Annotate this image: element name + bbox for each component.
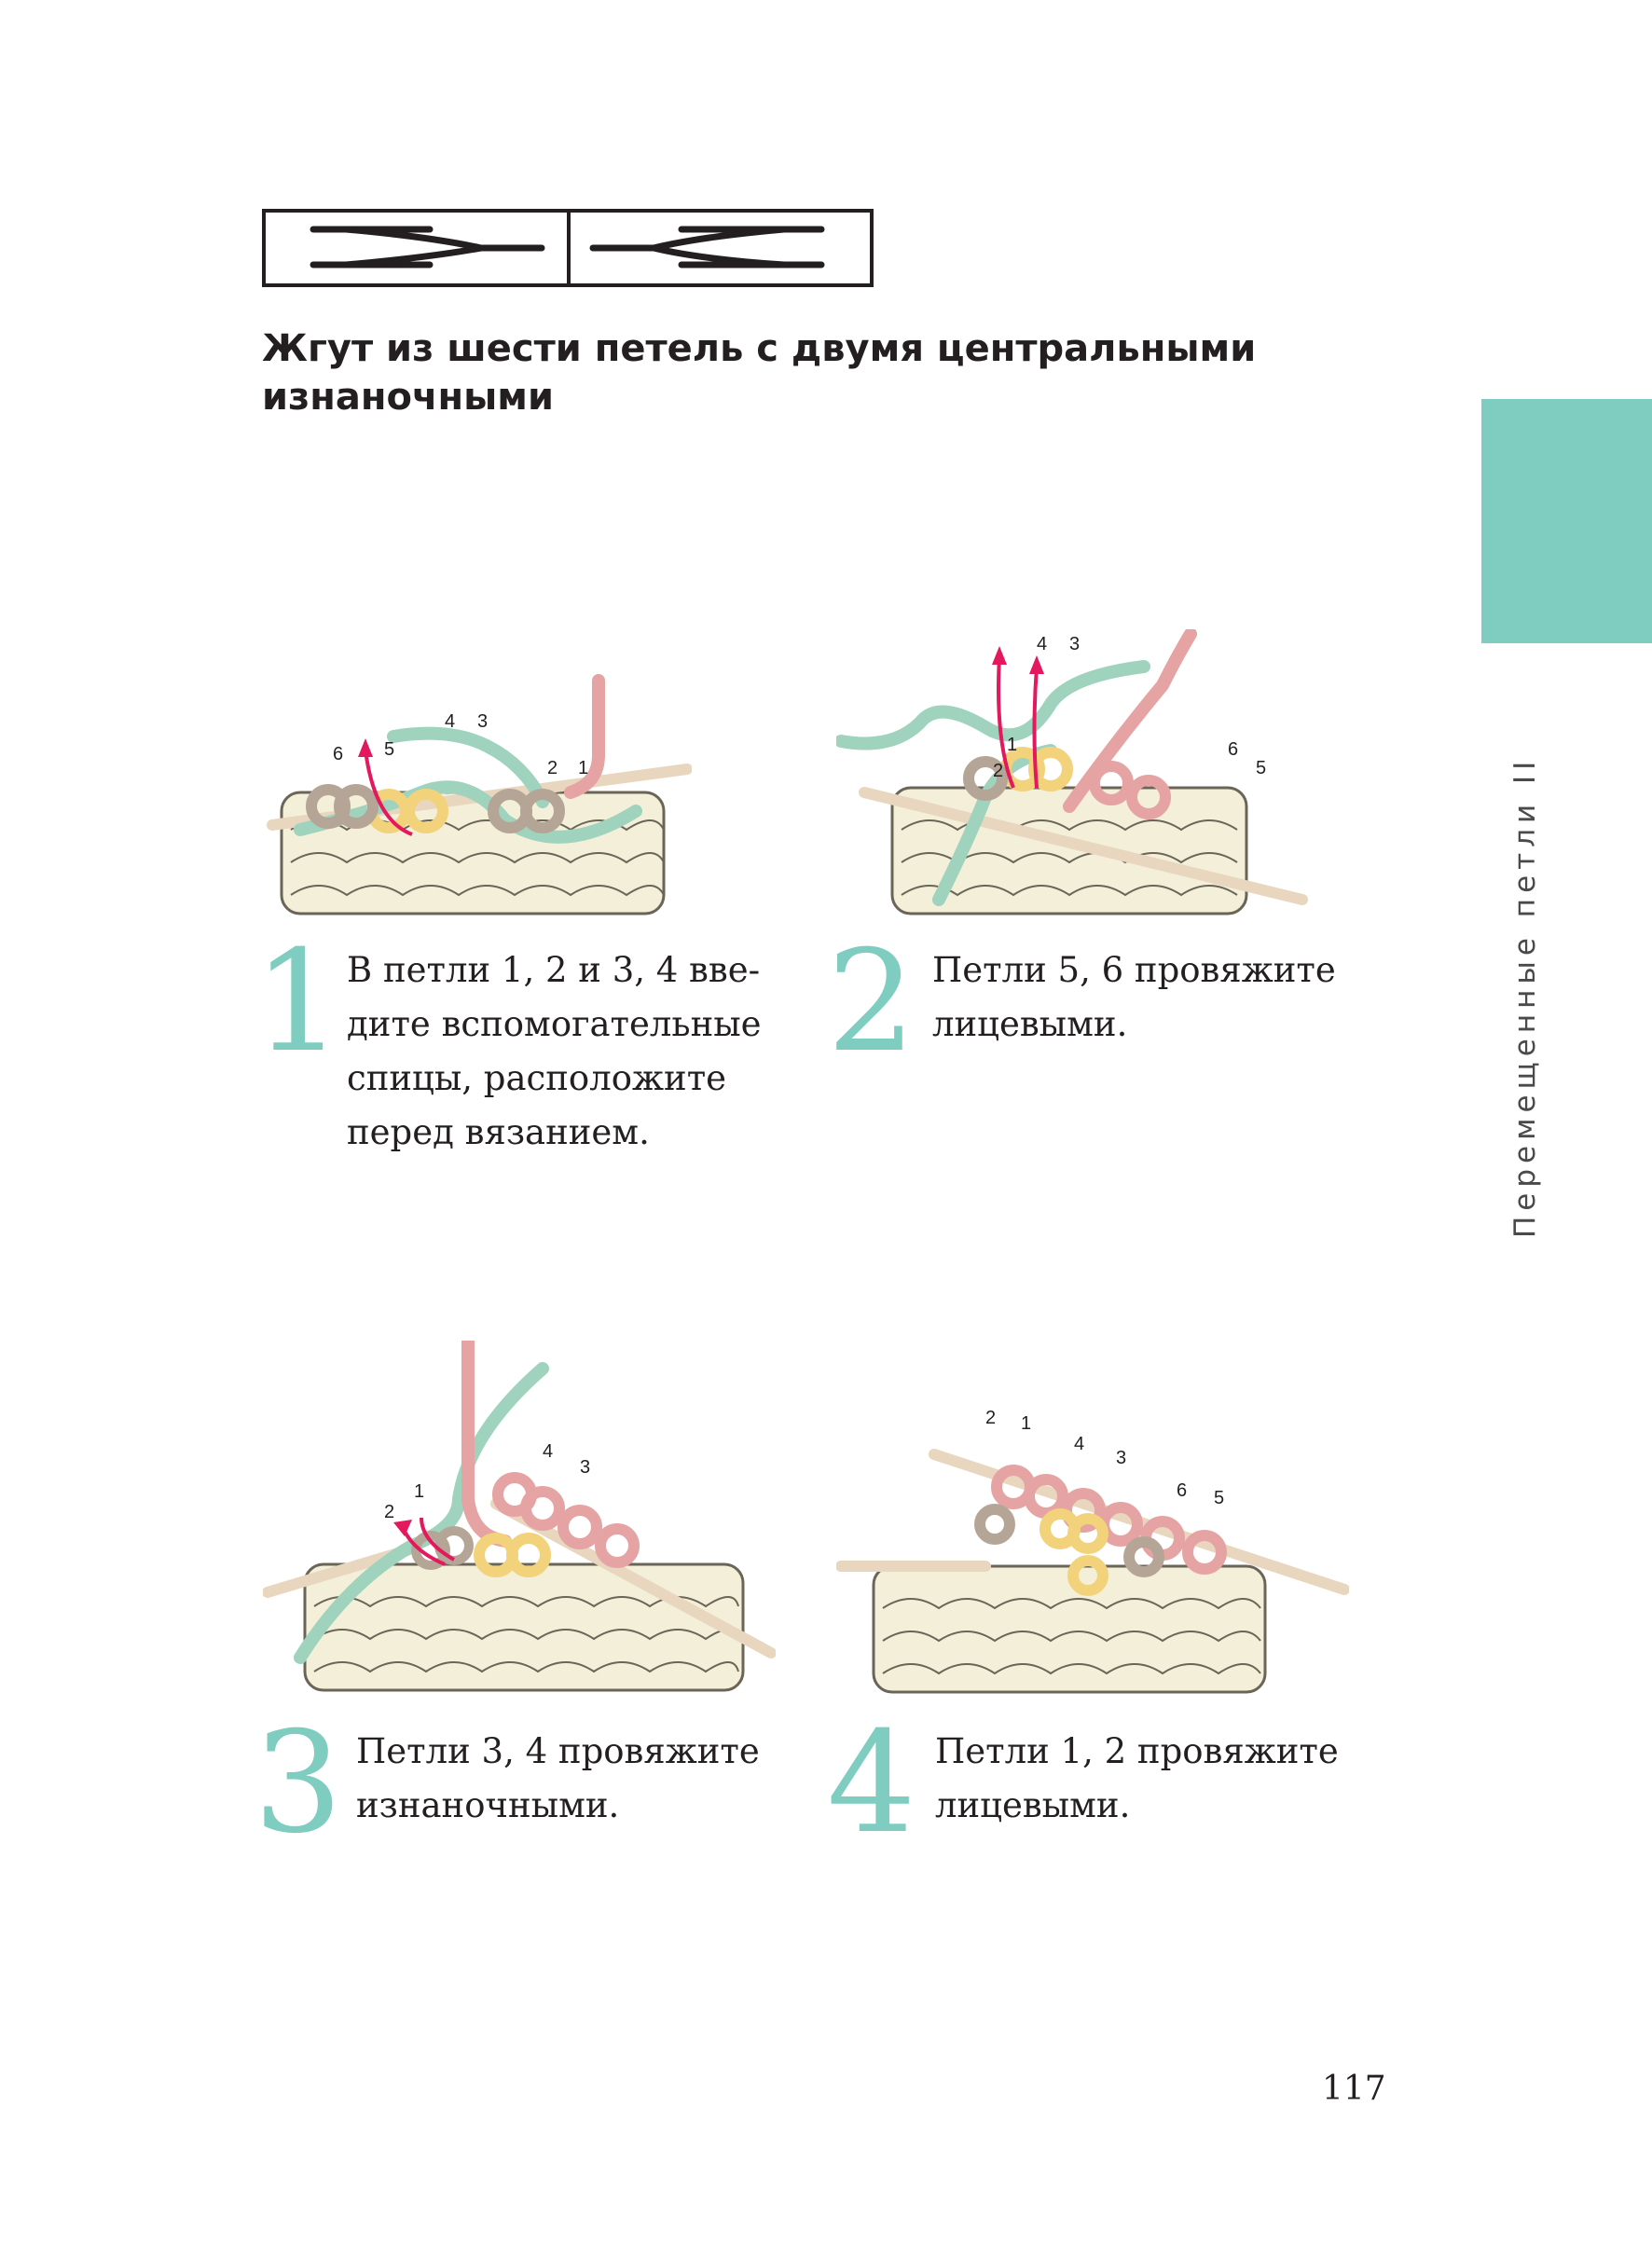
section-tab	[1481, 399, 1652, 643]
section-label: Перемещенные петли II	[1508, 755, 1542, 1238]
stitch-label: 4	[543, 1441, 553, 1462]
stitch-label: 5	[384, 739, 394, 760]
stitch-label: 5	[1214, 1488, 1224, 1508]
stitch-label: 6	[333, 744, 343, 764]
step-1-number: 1	[254, 921, 343, 1083]
step-2-text: Петли 5, 6 провяжите лицевыми.	[932, 950, 1336, 1044]
cable-chart-symbol	[262, 209, 874, 287]
stitch-label: 3	[477, 711, 488, 732]
stitch-label: 6	[1228, 739, 1238, 760]
stitch-label: 3	[580, 1457, 590, 1478]
stitch-label: 4	[1074, 1434, 1084, 1454]
step-3-illustration: 4 3 1 2	[263, 1341, 776, 1692]
step-2-illustration: 4 3 1 2 6 5	[836, 629, 1308, 915]
stitch-label: 1	[414, 1481, 424, 1502]
step-4-text: Петли 1, 2 провяжите лицевыми.	[935, 1731, 1339, 1825]
stitch-label: 1	[578, 758, 588, 778]
step-3-number: 3	[254, 1702, 343, 1865]
step-1-text: В петли 1, 2 и 3, 4 вве- дите вспомогате…	[347, 950, 762, 1152]
stitch-label: 2	[993, 761, 1003, 781]
page-number: 117	[1322, 2070, 1386, 2108]
stitch-label: 3	[1069, 634, 1080, 654]
stitch-label: 1	[1007, 735, 1017, 755]
stitch-label: 2	[985, 1408, 996, 1428]
stitch-label: 6	[1177, 1480, 1187, 1501]
stitch-label: 2	[547, 758, 558, 778]
stitch-label: 4	[1037, 634, 1047, 654]
stitch-label: 5	[1256, 758, 1266, 778]
step-1-illustration: 6 5 4 3 2 1	[267, 674, 692, 915]
step-3-text: Петли 3, 4 провяжите изнаночными.	[356, 1731, 760, 1825]
stitch-label: 2	[384, 1502, 394, 1522]
page-title: Жгут из шести петель с двумя центральным…	[262, 327, 1257, 419]
stitch-label: 4	[445, 711, 455, 732]
step-4-illustration: 2 1 4 3 6 5	[836, 1408, 1349, 1694]
stitch-label: 3	[1116, 1448, 1126, 1468]
stitch-label: 1	[1021, 1413, 1031, 1434]
step-4-number: 4	[827, 1702, 916, 1865]
step-2-number: 2	[827, 921, 916, 1083]
